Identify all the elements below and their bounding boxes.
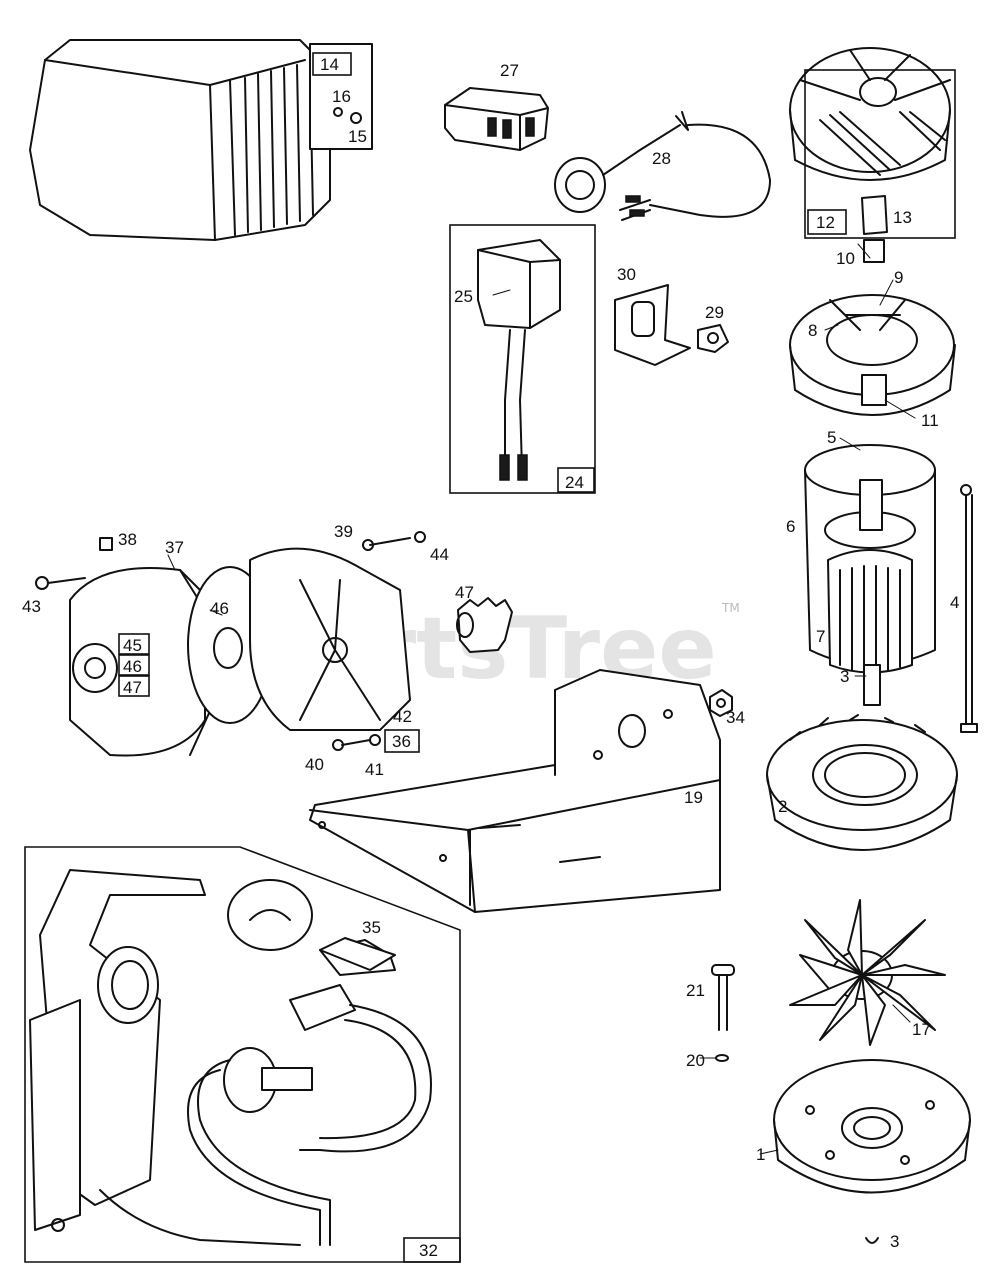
part-end-bell xyxy=(766,714,958,851)
part-long-bolt xyxy=(960,484,978,733)
callout-12: 12 xyxy=(816,213,835,232)
part-switch-assembly xyxy=(449,224,596,494)
callout-35: 37 xyxy=(165,538,184,557)
callout-24: 24 xyxy=(565,473,584,492)
callout-labels: 14 16 15 27 28 12 13 10 9 8 11 5 6 4 7 3… xyxy=(22,55,959,1260)
callout-38: 40 xyxy=(305,755,324,774)
callout-14: 14 xyxy=(320,55,339,74)
callout-17: 17 xyxy=(912,1020,931,1039)
callout-15: 15 xyxy=(348,127,367,146)
part-harness-assembly xyxy=(24,846,461,1263)
callout-28: 29 xyxy=(705,303,724,322)
callout-9: 9 xyxy=(894,268,903,287)
part-gear-hardware xyxy=(35,531,426,751)
callout-19: 19 xyxy=(684,788,703,807)
callout-13: 13 xyxy=(893,208,912,227)
part-fan xyxy=(789,899,946,1046)
callout-11: 11 xyxy=(921,411,939,430)
part-pinion-gear xyxy=(456,597,513,653)
part-carriage-bolt xyxy=(711,964,735,1062)
callout-42: 44 xyxy=(430,545,449,564)
callout-46: 46 xyxy=(210,599,229,618)
callout-boxes xyxy=(118,52,847,1263)
callout-6: 6 xyxy=(786,517,795,536)
leader-lines xyxy=(167,243,916,1155)
callout-37: 39 xyxy=(334,522,353,541)
callout-8: 8 xyxy=(808,321,817,340)
callout-21: 21 xyxy=(686,981,705,1000)
part-base-disc xyxy=(773,1059,971,1244)
part-housing-cover xyxy=(29,39,373,241)
part-armature xyxy=(804,444,936,706)
callout-34: 36 xyxy=(392,732,411,751)
callout-10: 10 xyxy=(836,249,855,268)
watermark-trademark: TM xyxy=(721,601,740,615)
callout-1: 1 xyxy=(756,1145,765,1164)
part-bracket xyxy=(614,284,729,366)
part-field-cap xyxy=(789,47,956,239)
part-mounting-bracket xyxy=(309,669,721,913)
callout-3b: 3 xyxy=(890,1232,899,1251)
callout-43: 45 xyxy=(123,636,142,655)
callout-3a: 3 xyxy=(840,667,849,686)
part-connector-block xyxy=(444,87,549,151)
callout-4: 4 xyxy=(950,593,959,612)
callout-26: 27 xyxy=(500,61,519,80)
callout-7: 7 xyxy=(816,627,825,646)
callout-47: 47 xyxy=(455,583,474,602)
callout-27: 28 xyxy=(652,149,671,168)
callout-45: 47 xyxy=(123,678,142,697)
callout-39: 41 xyxy=(365,760,384,779)
part-plug-cable xyxy=(554,111,771,221)
callout-2: 2 xyxy=(778,797,787,816)
callout-32: 35 xyxy=(362,918,381,937)
callout-25: 25 xyxy=(454,287,473,306)
callout-36: 38 xyxy=(118,530,137,549)
part-gear-case xyxy=(69,547,411,757)
callout-41: 43 xyxy=(22,597,41,616)
callout-29: 30 xyxy=(617,265,636,284)
callout-40: 42 xyxy=(393,707,412,726)
callout-30: 34 xyxy=(726,708,745,727)
callout-20: 20 xyxy=(686,1051,705,1070)
callout-16: 16 xyxy=(332,87,351,106)
part-clip xyxy=(319,937,396,971)
callout-44: 46 xyxy=(123,657,142,676)
callout-31: 32 xyxy=(419,1241,438,1260)
callout-5: 5 xyxy=(827,428,836,447)
